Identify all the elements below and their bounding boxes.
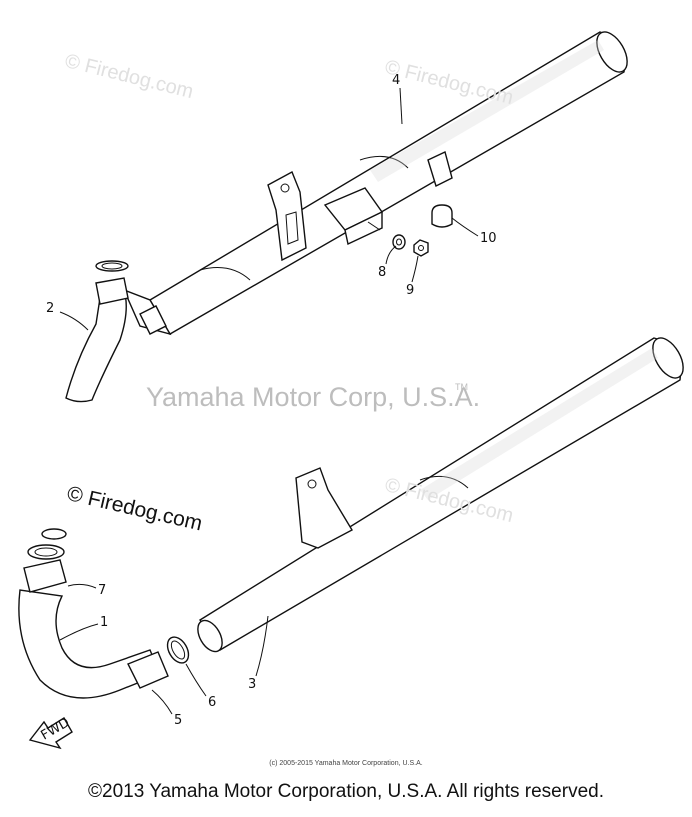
- callout-1: 1: [100, 615, 108, 630]
- copyright-footer: ©2013 Yamaha Motor Corporation, U.S.A. A…: [88, 781, 604, 802]
- mount-bracket-upper: [267, 171, 307, 262]
- callout-2: 2: [46, 301, 54, 316]
- mount-bracket-lower: [295, 467, 353, 549]
- forward-arrow: FWD: [28, 715, 73, 750]
- callout-8: 8: [378, 265, 386, 280]
- gasket-ring-6: [166, 636, 190, 664]
- callout-4: 4: [392, 73, 400, 88]
- muffler-upper: [149, 31, 628, 335]
- damper-bracket: [427, 151, 453, 228]
- callout-5: 5: [174, 713, 182, 728]
- watermark-tm: TM: [455, 382, 468, 392]
- rear-mount-box: [323, 187, 384, 246]
- callout-7: 7: [98, 583, 106, 598]
- washer-8: [392, 234, 406, 250]
- exhaust-pipe-upper: [65, 260, 172, 403]
- nut-9: [413, 239, 429, 257]
- copyright-small: (c) 2005-2015 Yamaha Motor Corporation, …: [269, 760, 423, 767]
- exhaust-pipe-lower: [18, 528, 169, 699]
- callout-6: 6: [208, 695, 216, 710]
- callout-9: 9: [406, 283, 414, 298]
- muffler-lower: [197, 337, 684, 653]
- callout-3: 3: [248, 677, 256, 692]
- callout-10: 10: [480, 231, 497, 246]
- watermark-yamaha: Yamaha Motor Corp, U.S.A.: [146, 382, 481, 412]
